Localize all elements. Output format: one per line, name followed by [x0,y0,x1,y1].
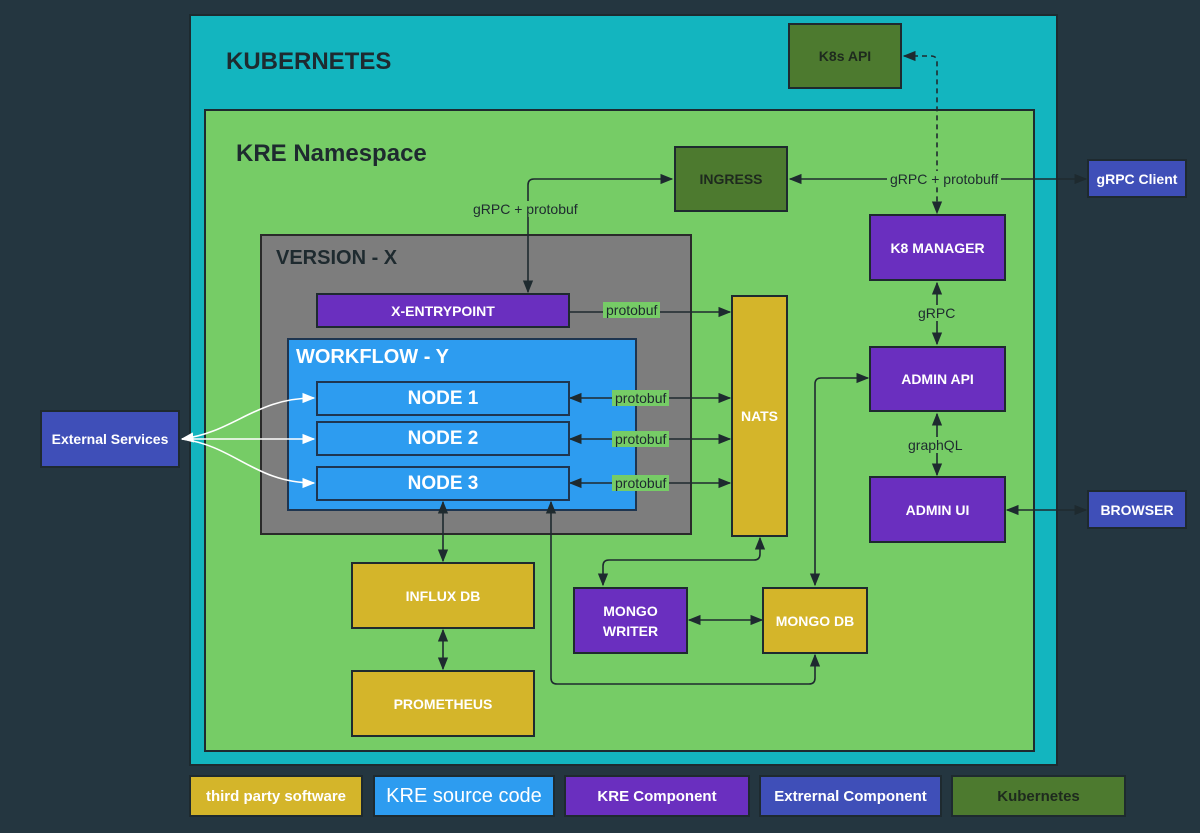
nats-box: NATS [731,295,788,537]
mongo-db-box: MONGO DB [762,587,868,654]
edge-label-protobuf-node1: protobuf [612,390,670,406]
admin-api-box: ADMIN API [869,346,1006,412]
mongo-writer-label-line2: WRITER [602,622,659,639]
grpc-client-box: gRPC Client [1087,159,1187,198]
legend-third-party: third party software [189,775,363,817]
edge-label-protobuf-entrypoint: protobuf [603,302,661,318]
workflow-title: WORKFLOW - Y [296,346,449,368]
legend-kre-component: KRE Component [564,775,750,817]
node-2-box: NODE 2 [316,421,570,456]
node-1-box: NODE 1 [316,381,570,416]
k8s-api-box: K8s API [788,23,902,89]
edge-label-protobuf-node2: protobuf [612,431,670,447]
edge-label-protobuf-node3: protobuf [612,475,670,491]
edge-label-grpc-protobuf: gRPC + protobuf [470,201,581,217]
version-title: VERSION - X [276,247,398,269]
ingress-box: INGRESS [674,146,788,212]
kubernetes-title: KUBERNETES [226,48,392,75]
edge-label-grpc-protobuff: gRPC + protobuff [887,171,1002,187]
k8-manager-box: K8 MANAGER [869,214,1006,281]
external-services-box: External Services [40,410,180,468]
legend-external-component: Extrernal Component [759,775,942,817]
node-3-box: NODE 3 [316,466,570,501]
kre-namespace-title: KRE Namespace [236,140,427,167]
legend-kubernetes: Kubernetes [951,775,1126,817]
browser-box: BROWSER [1087,490,1187,529]
edge-label-grpc: gRPC [915,305,959,321]
mongo-writer-box: MONGO WRITER [573,587,688,654]
legend-kre-source-code: KRE source code [373,775,555,817]
x-entrypoint-box: X-ENTRYPOINT [316,293,570,328]
mongo-writer-label-line1: MONGO [603,602,658,619]
prometheus-box: PROMETHEUS [351,670,535,737]
influx-db-box: INFLUX DB [351,562,535,629]
admin-ui-box: ADMIN UI [869,476,1006,543]
edge-label-graphql: graphQL [905,437,966,453]
